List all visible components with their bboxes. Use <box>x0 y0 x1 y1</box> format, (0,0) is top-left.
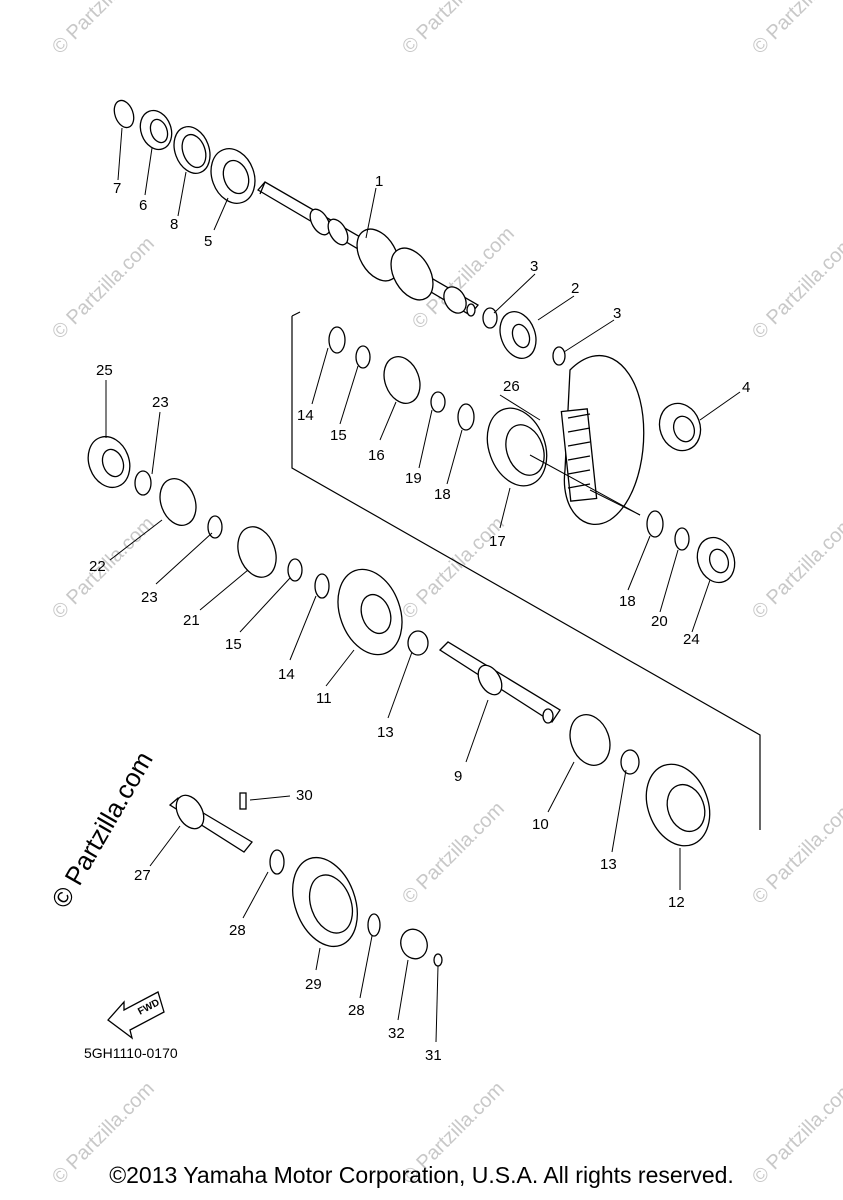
callout: 2 <box>571 280 579 297</box>
watermark: © Partzilla.com <box>48 0 159 59</box>
callout: 18 <box>619 593 636 610</box>
callout: 7 <box>113 180 121 197</box>
main-shaft <box>256 181 479 317</box>
callout: 24 <box>683 631 700 648</box>
watermark: © Partzilla.com <box>748 233 843 344</box>
callout: 3 <box>613 305 621 322</box>
upper-bearings <box>113 99 256 204</box>
callout: 19 <box>405 470 422 487</box>
callout: 22 <box>89 558 106 575</box>
lower-parts <box>168 792 443 967</box>
callout: 11 <box>316 690 332 707</box>
callout: 29 <box>305 976 322 993</box>
callout: 21 <box>183 612 200 629</box>
callout: 9 <box>454 768 462 785</box>
callout: 6 <box>139 197 147 214</box>
watermark: © Partzilla.com <box>398 0 509 59</box>
callout: 17 <box>489 533 506 550</box>
subassembly-outline <box>291 311 761 830</box>
callout: 28 <box>348 1002 365 1019</box>
callout: 5 <box>204 233 212 250</box>
callout: 31 <box>425 1047 442 1064</box>
callout: 27 <box>134 867 151 884</box>
leader-lines <box>105 127 741 1043</box>
countershaft <box>438 641 711 847</box>
callout: 13 <box>600 856 617 873</box>
callout: 23 <box>152 394 169 411</box>
middle-gears <box>87 326 736 656</box>
watermark: © Partzilla.com <box>398 513 509 624</box>
callout: 8 <box>170 216 178 233</box>
upper-right-parts <box>482 307 702 526</box>
watermark: © Partzilla.com <box>748 0 843 59</box>
callout: 14 <box>297 407 314 424</box>
callouts: 1 2 3 3 4 5 6 7 8 9 10 11 12 13 13 14 14… <box>89 173 750 1064</box>
callout: 28 <box>229 922 246 939</box>
callout: 15 <box>225 636 242 653</box>
callout: 26 <box>503 378 520 395</box>
callout: 18 <box>434 486 451 503</box>
callout: 13 <box>377 724 394 741</box>
watermarks: © Partzilla.com © Partzilla.com © Partzi… <box>48 0 843 1189</box>
callout: 1 <box>375 173 383 190</box>
callout: 23 <box>141 589 158 606</box>
callout: 4 <box>742 379 750 396</box>
callout: 12 <box>668 894 685 911</box>
callout: 20 <box>651 613 668 630</box>
watermark: © Partzilla.com <box>398 798 509 909</box>
callout: 14 <box>278 666 295 683</box>
copyright-notice: ©2013 Yamaha Motor Corporation, U.S.A. A… <box>109 1162 734 1188</box>
watermark: © Partzilla.com <box>48 233 159 344</box>
watermark: © Partzilla.com <box>748 798 843 909</box>
callout: 3 <box>530 258 538 275</box>
fwd-arrow-icon: FWD <box>107 991 165 1040</box>
callout: 25 <box>96 362 113 379</box>
callout: 10 <box>532 816 549 833</box>
callout: 15 <box>330 427 347 444</box>
callout: 32 <box>388 1025 405 1042</box>
callout: 30 <box>296 787 313 804</box>
watermark-prominent: © Partzilla.com <box>45 746 159 913</box>
part-code: 5GH1110-0170 <box>84 1045 178 1061</box>
callout: 16 <box>368 447 385 464</box>
watermark: © Partzilla.com <box>748 513 843 624</box>
